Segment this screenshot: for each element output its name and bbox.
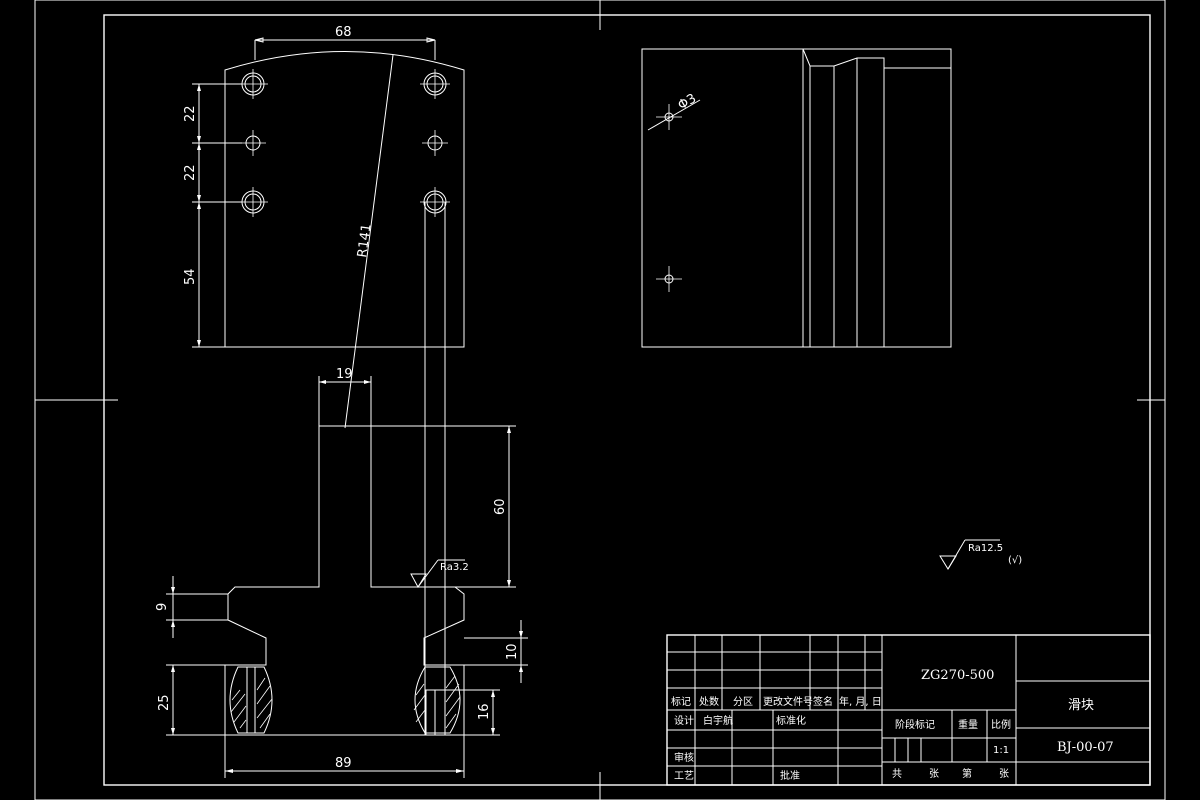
top-view: R141 68 22 22 54 [183, 25, 465, 735]
drawing-number: BJ-00-07 [1057, 740, 1114, 755]
tb-designer: 白宇航 [703, 714, 733, 727]
roughness-general: Ra12.5 (√) [939, 539, 1022, 570]
tb-stage-mark: 阶段标记 [895, 718, 935, 731]
dim-neck-height: 60 [493, 498, 508, 515]
tb-standardize: 标准化 [776, 714, 806, 727]
tb-total: 共 [892, 768, 902, 780]
tb-zone: 分区 [733, 696, 753, 708]
dim-25: 25 [157, 664, 225, 736]
hole-label: Φ3 [676, 91, 700, 113]
dim-60: 60 [371, 425, 516, 588]
tb-weight: 重量 [958, 718, 978, 731]
roughness-local: Ra3.2 [410, 559, 469, 589]
tb-process: 工艺 [674, 770, 694, 782]
dim-68: 68 [254, 25, 436, 60]
title-block: ZG270-500 滑块 BJ-00-07 标记 处数 分区 更改文件号 签名 … [666, 634, 1151, 786]
tb-date: 年, 月, 日 [839, 695, 882, 708]
roughness-local-label: Ra3.2 [440, 562, 469, 573]
dim-hole-bottom: 54 [183, 268, 198, 285]
section-right [413, 666, 461, 736]
front-view: Ra3.2 19 60 9 [155, 367, 528, 778]
dim-width-top: 68 [335, 25, 352, 40]
dim-slot-depth: 16 [477, 703, 492, 720]
dim-base-width: 89 [335, 756, 352, 771]
drawing-border [34, 0, 1166, 800]
tb-count: 处数 [699, 695, 719, 708]
dim-89: 89 [224, 735, 465, 778]
radius-label: R141 [355, 223, 375, 259]
dim-pitch-2: 22 [183, 164, 198, 181]
dim-10: 10 [464, 620, 528, 683]
roughness-general-label: Ra12.5 [968, 543, 1003, 554]
material: ZG270-500 [921, 668, 994, 683]
tb-approve: 批准 [780, 769, 800, 782]
tb-sheet-no: 第 [962, 767, 972, 780]
tb-design: 设计 [674, 714, 694, 727]
tb-scale-label: 比例 [991, 718, 1011, 731]
side-view: Φ3 [641, 48, 952, 348]
dim-16: 16 [445, 689, 500, 736]
roughness-suffix: (√) [1008, 555, 1022, 566]
dim-lower-step: 10 [505, 643, 520, 660]
tb-review: 审核 [674, 751, 694, 764]
dim-pitch-1: 22 [183, 105, 198, 122]
part-name: 滑块 [1068, 698, 1094, 713]
dim-base-height: 25 [157, 694, 172, 711]
dim-left-chain: 22 22 54 [183, 83, 242, 348]
tb-scale: 1:1 [993, 745, 1009, 756]
dim-neck-width: 19 [336, 367, 353, 382]
dim-19: 19 [318, 367, 372, 426]
hole-group [238, 69, 450, 217]
tb-sheet: 张 [999, 768, 1009, 780]
dim-9: 9 [155, 576, 228, 638]
tb-mark: 标记 [671, 696, 691, 708]
tb-sheets: 张 [929, 768, 939, 780]
dim-flange: 9 [155, 603, 170, 611]
tb-sign: 签名 [813, 695, 833, 708]
tb-change-doc: 更改文件号 [763, 695, 813, 708]
section-left [229, 666, 273, 734]
